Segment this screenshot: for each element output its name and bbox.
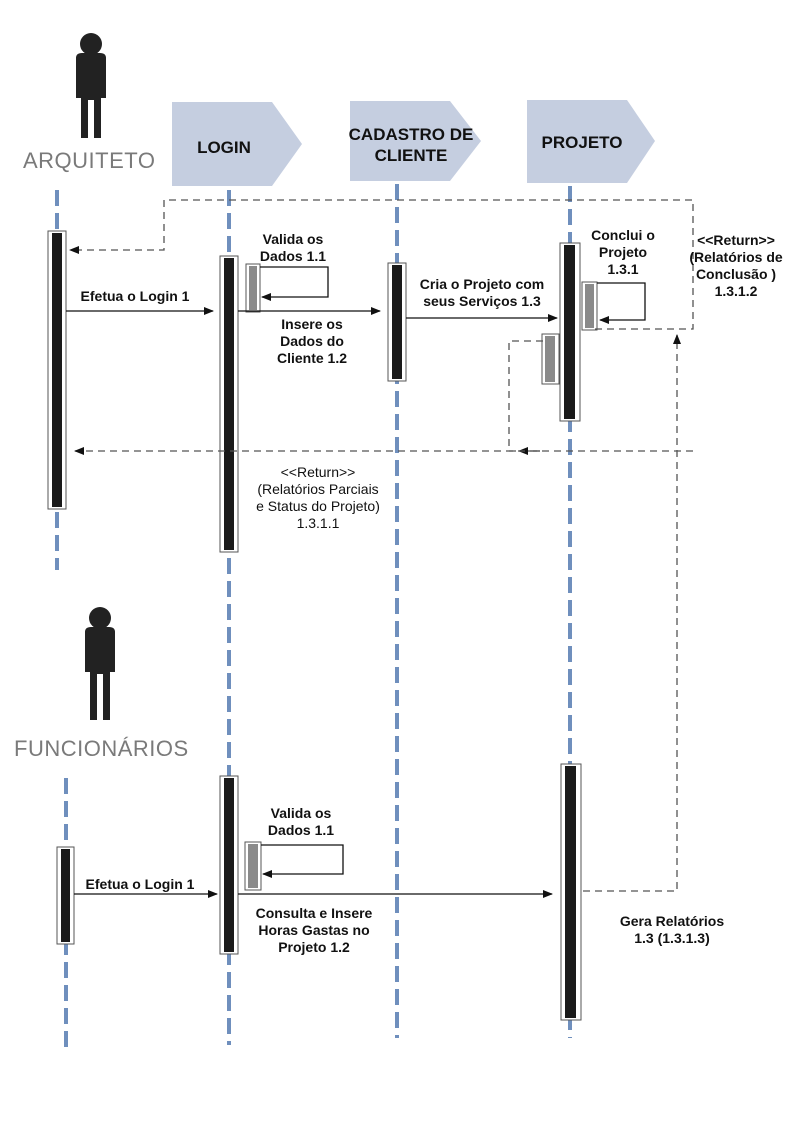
conclui-projeto-label: Conclui o Projeto 1.3.1 [591,227,655,277]
return-parciais-bracket [508,340,543,452]
employees-label: FUNCIONÁRIOS [14,736,189,761]
return-conclusao-label: <<Return>> (Relatórios de Conclusão ) 1.… [689,232,783,299]
activations [47,230,598,1021]
employee-person-icon [85,607,115,720]
cria-projeto-label: Cria o Projeto com seus Serviços 1.3 [419,276,545,309]
gera-relatorios-label: Gera Relatórios 1.3 (1.3.1.3) [619,913,725,946]
insere-dados-label: Insere os Dados do Cliente 1.2 [276,316,348,366]
login-header [172,102,302,186]
projeto-header [527,100,655,183]
gera-relatorios-return [583,334,681,892]
cadastro-header-label: CADASTRO DE CLIENTE [348,125,474,165]
return-parciais-label: <<Return>> (Relatórios Parciais e Status… [256,464,380,531]
efetua-login-label: Efetua o Login 1 [80,288,190,304]
return-conclusao-to-architect [69,199,694,330]
return-messages [69,199,694,892]
valida-dados-self-arrow [260,266,329,301]
projeto-header-label: PROJETO [541,133,623,152]
conclui-projeto-self-arrow [597,282,646,324]
efetua-login-func-label: Efetua o Login 1 [85,876,195,892]
architect-label: ARQUITETO [23,148,156,173]
login-header-label: LOGIN [197,138,251,157]
cadastro-header [350,101,481,181]
consulta-horas-label: Consulta e Insere Horas Gastas no Projet… [255,905,373,955]
valida-dados-2-label: Valida os Dados 1.1 [267,805,335,838]
messages [66,266,646,898]
architect-person-icon [76,33,106,138]
valida-dados-self-arrow-2 [261,844,344,878]
valida-dados-label: Valida os Dados 1.1 [259,231,327,264]
